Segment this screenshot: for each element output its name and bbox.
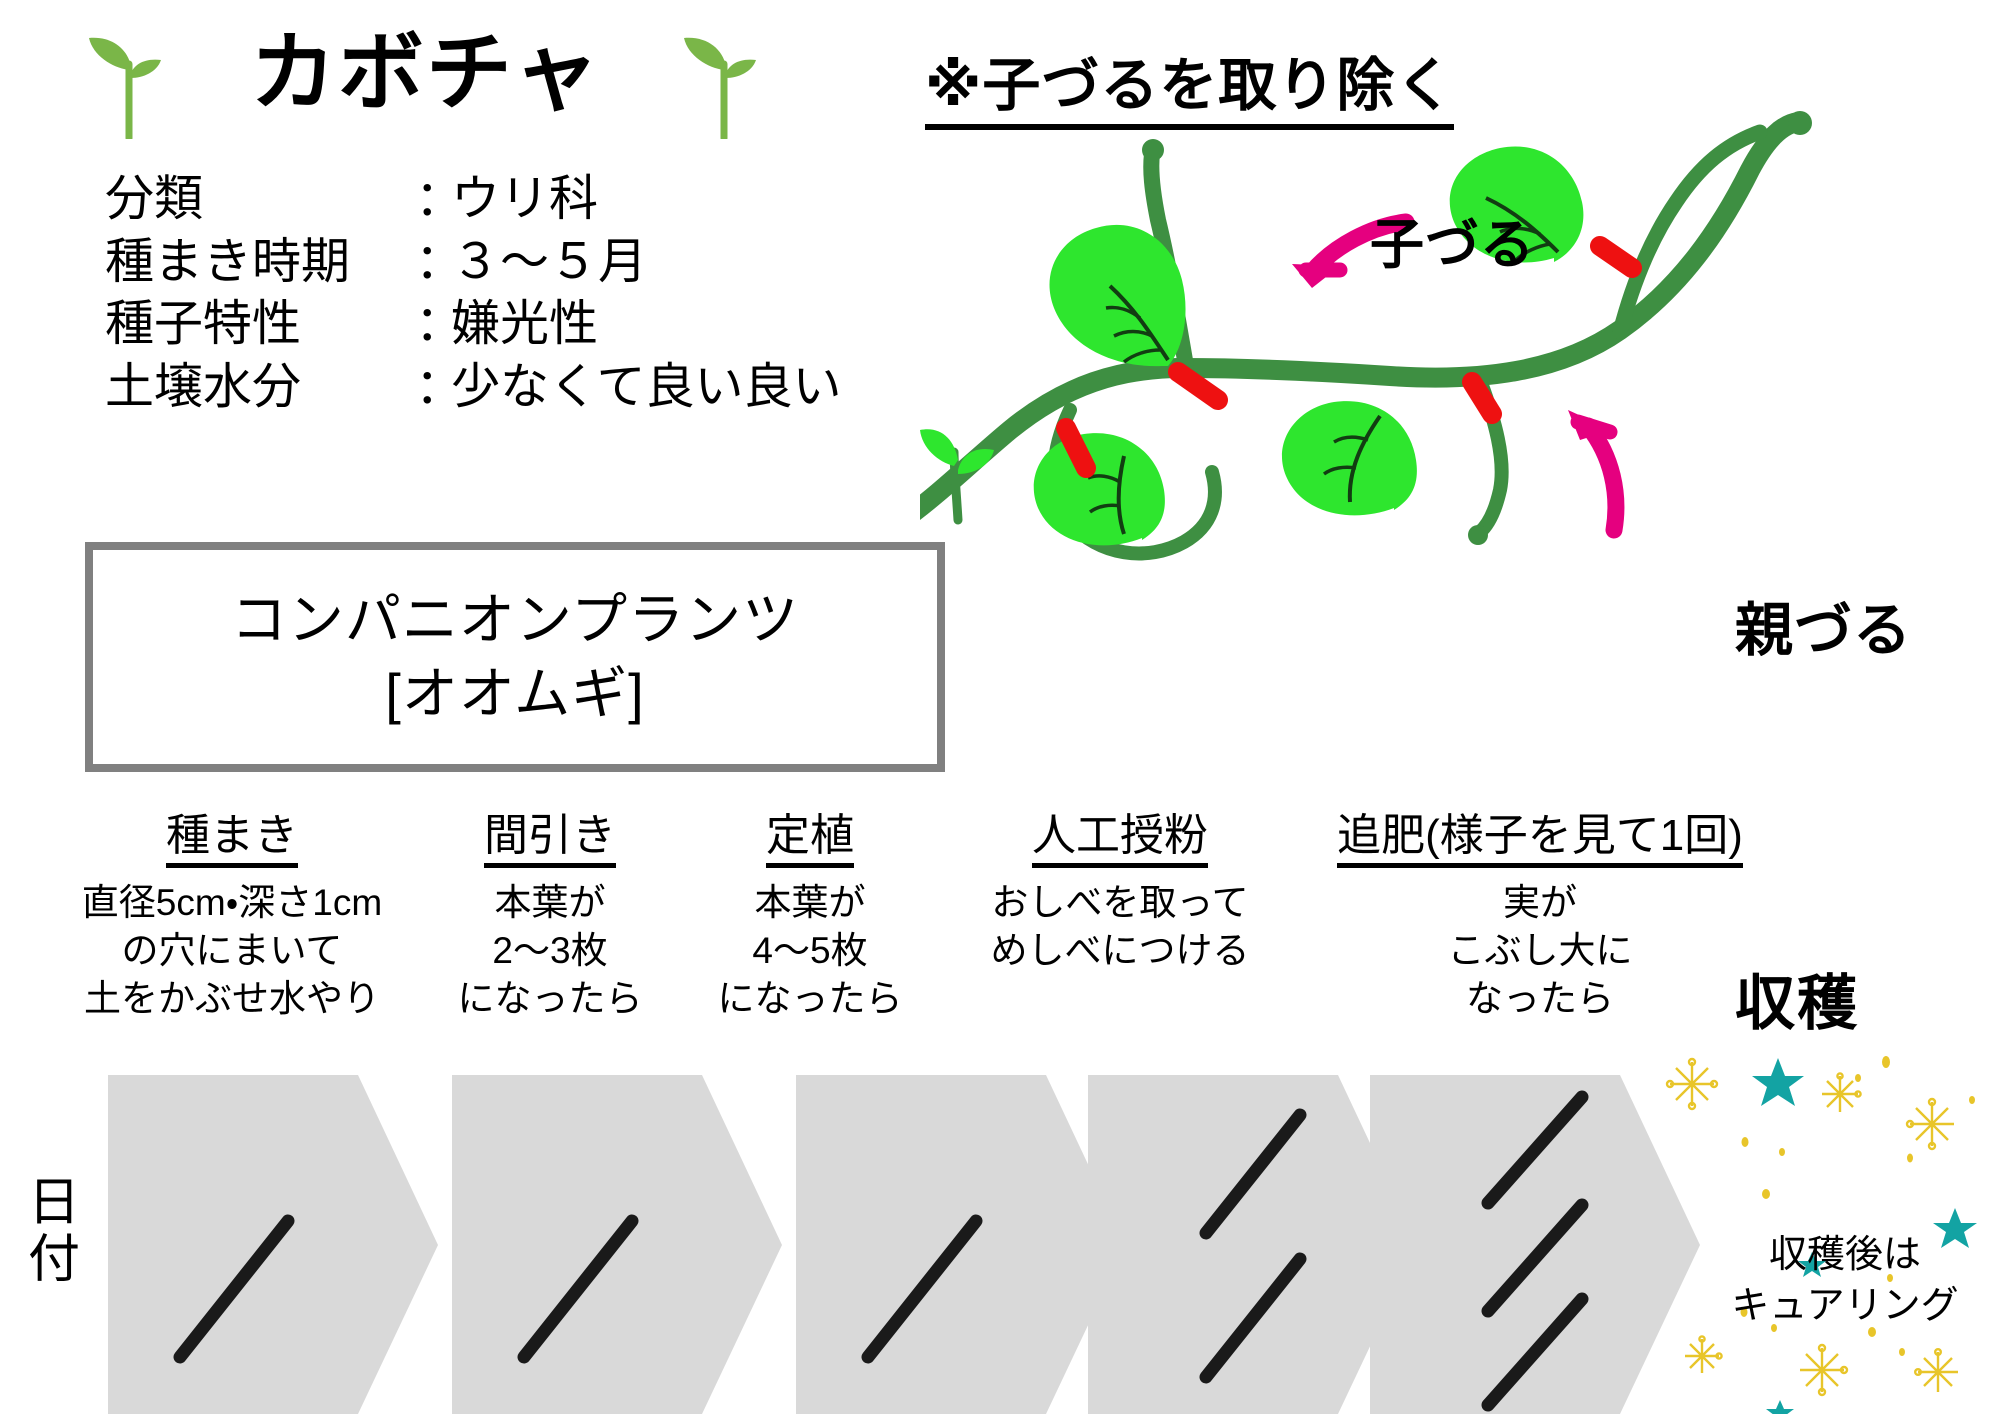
spec-colon: ： xyxy=(415,234,465,289)
companion-plants-title: コンパニオンプランツ xyxy=(230,588,800,652)
date-box[interactable] xyxy=(452,1075,782,1414)
spec-row: 土壌水分 ： 少なくて良い良い xyxy=(105,356,885,419)
date-box[interactable] xyxy=(1370,1075,1700,1414)
stage-pollination: 人工授粉 おしべを取ってめしべにつける xyxy=(950,810,1290,975)
spec-row: 種まき時期 ： ３〜５月 xyxy=(105,231,885,294)
date-box[interactable] xyxy=(1088,1075,1418,1414)
companion-plants-value: [オオムギ] xyxy=(385,662,645,725)
spec-value: 少なくて良い良い xyxy=(451,360,842,415)
date-box[interactable] xyxy=(796,1075,1126,1414)
stage-title: 人工授粉 xyxy=(1032,810,1208,868)
harvest-label: 収穫 xyxy=(1735,970,1859,1037)
vine-diagram xyxy=(920,110,2000,630)
companion-plants-box: コンパニオンプランツ [オオムギ] xyxy=(85,542,945,772)
stage-title: 間引き xyxy=(484,810,616,868)
parent-vine-label: 親づる xyxy=(1735,598,1913,663)
stage-title: 定植 xyxy=(766,810,854,868)
curing-note: 収穫後はキュアリング xyxy=(1731,1234,1959,1327)
spec-row: 種子特性 ： 嫌光性 xyxy=(105,293,885,356)
spec-value: 嫌光性 xyxy=(451,297,599,352)
stage-title: 追肥(様子を見て1回) xyxy=(1337,810,1743,868)
child-vine-label: 子づる xyxy=(1370,215,1535,275)
page-title: カボチャ xyxy=(250,25,602,121)
stage-body: おしべを取ってめしべにつける xyxy=(990,881,1250,971)
spec-value: ３〜５月 xyxy=(451,234,648,289)
spec-label: 種まき時期 xyxy=(105,234,351,289)
stage-fertilizing: 追肥(様子を見て1回) 実がこぶし大になったら xyxy=(1290,810,1790,1023)
date-label: 日付 xyxy=(27,1174,80,1290)
title-row: カボチャ xyxy=(0,12,960,142)
spec-colon: ： xyxy=(415,172,465,226)
date-box[interactable] xyxy=(108,1075,438,1414)
sprout-icon xyxy=(85,34,175,142)
note-heading: ※子づるを取り除く xyxy=(925,38,1455,130)
spec-row: 分類 ： ウリ科 xyxy=(105,168,885,231)
spec-colon: ： xyxy=(415,360,465,415)
spec-label: 種子特性 xyxy=(105,297,302,352)
spec-label: 土壌水分 xyxy=(105,360,302,415)
date-arrow-row xyxy=(0,1075,2000,1414)
spec-list: 分類 ： ウリ科 種まき時期 ： ３〜５月 種子特性 ： 嫌光性 土壌水分 ： … xyxy=(105,168,885,419)
sprout-icon xyxy=(680,34,770,142)
spec-value: ウリ科 xyxy=(451,172,599,226)
spec-label: 分類 xyxy=(105,172,204,226)
stage-title: 種まき xyxy=(166,810,298,868)
stage-body: 実がこぶし大になったら xyxy=(1447,881,1633,1020)
spec-colon: ： xyxy=(415,297,465,352)
